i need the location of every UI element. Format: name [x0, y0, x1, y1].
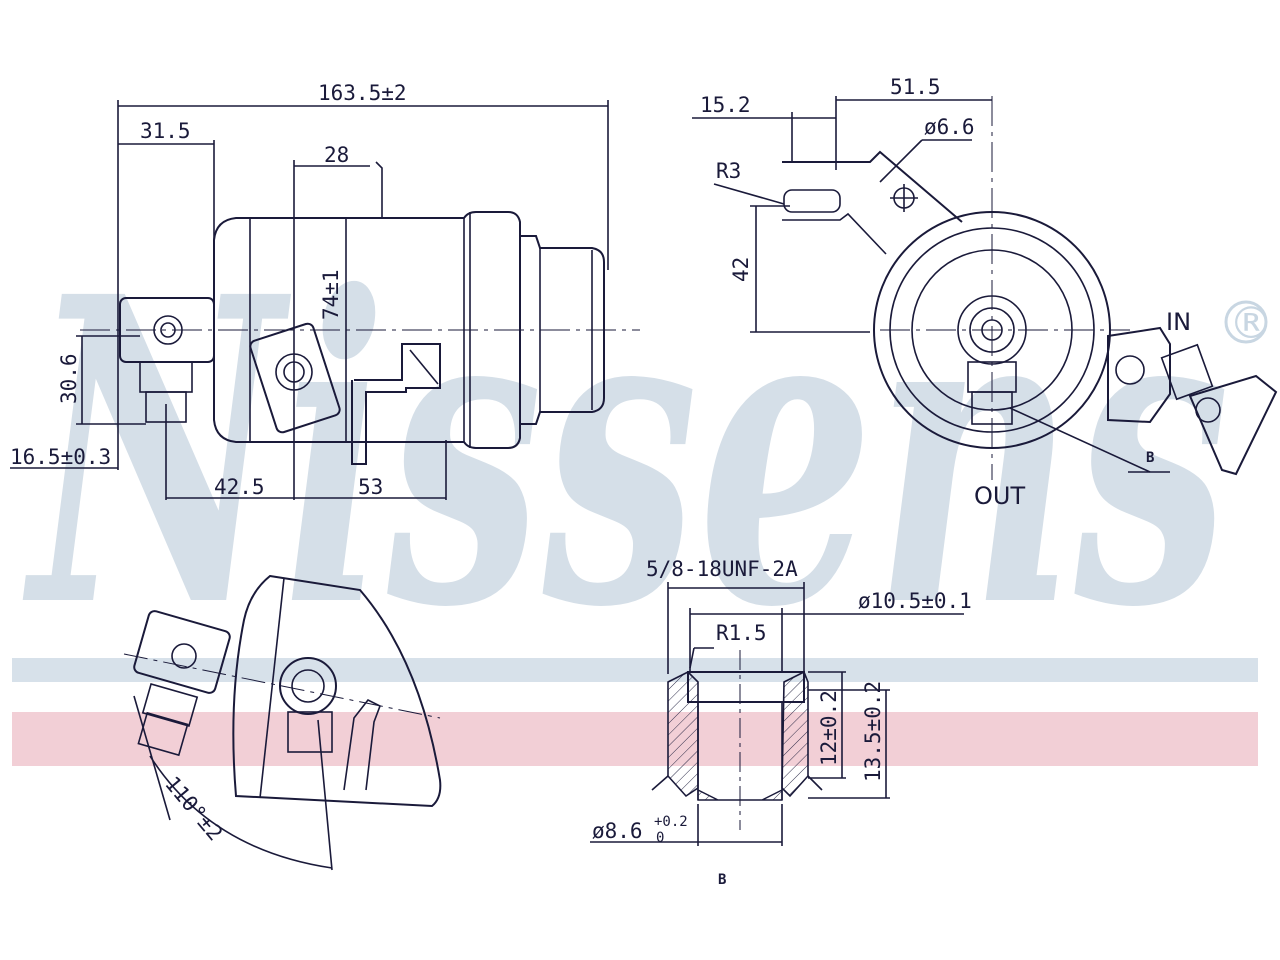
watermark: Nissens ® [12, 207, 1273, 766]
outlet-label: OUT [974, 482, 1025, 510]
dim-r1-5: R1.5 [716, 621, 767, 645]
side-view: 163.5±2 31.5 28 74±1 30.6 16.5±0.3 42.5 … [10, 81, 640, 500]
dim-74: 74±1 [319, 269, 343, 320]
dim-13-5: 13.5±0.2 [861, 681, 885, 782]
dim-16-5: 16.5±0.3 [10, 445, 111, 469]
dim-110-angle: 110°±2 [160, 772, 227, 846]
dim-12: 12±0.2 [817, 690, 841, 766]
dim-42: 42 [729, 257, 753, 282]
inlet-label: IN [1166, 308, 1191, 336]
registered-mark: ® [1229, 298, 1273, 349]
dim-31-5: 31.5 [140, 119, 191, 143]
dim-30-6: 30.6 [57, 353, 81, 404]
dim-overall-length: 163.5±2 [318, 81, 407, 105]
detail-b: 5/8-18UNF-2A ø10.5±0.1 R1.5 12±0.2 13.5±… [590, 557, 972, 888]
dim-r3: R3 [716, 159, 741, 183]
dim-phi-8-6-tol-upper: +0.2 [654, 814, 688, 830]
dim-42-5: 42.5 [214, 475, 265, 499]
watermark-brand: Nissens [21, 207, 1230, 700]
detail-title: B [718, 872, 726, 888]
dim-28: 28 [324, 143, 349, 167]
dim-15-2: 15.2 [700, 93, 751, 117]
dim-phi-10-5: ø10.5±0.1 [858, 589, 972, 613]
end-view: 15.2 51.5 ø6.6 R3 42 IN OUT B [692, 75, 1278, 510]
dim-51-5: 51.5 [890, 75, 941, 99]
registered-mark-icon [1224, 300, 1268, 344]
dim-phi-6-6: ø6.6 [924, 115, 975, 139]
detail-ref-label: B [1146, 450, 1154, 466]
dim-phi-8-6: ø8.6 [592, 819, 643, 843]
dim-thread: 5/8-18UNF-2A [646, 557, 798, 581]
dim-53: 53 [358, 475, 383, 499]
watermark-band-top [12, 658, 1258, 682]
watermark-band-bottom [12, 712, 1258, 766]
dim-phi-8-6-tol-lower: 0 [656, 830, 664, 846]
